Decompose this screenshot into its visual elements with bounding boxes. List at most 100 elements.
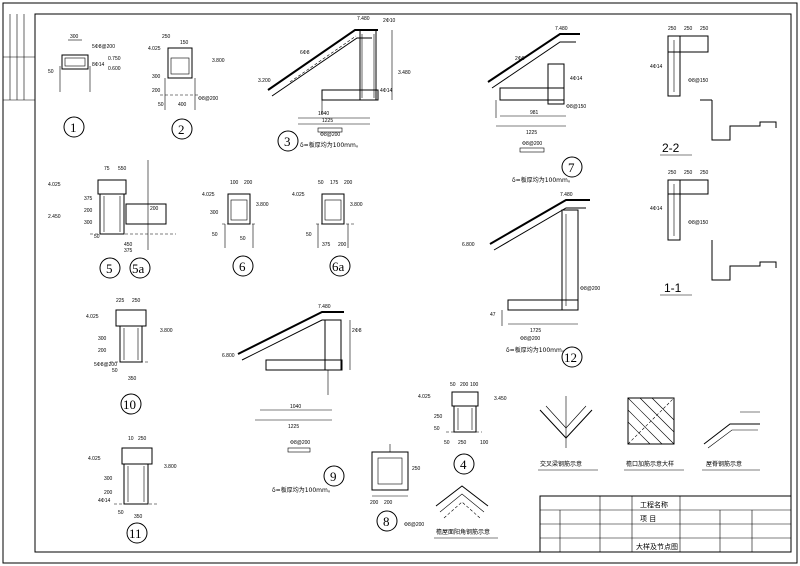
rebar-label: 2Φ8 [352, 328, 362, 334]
detail-number: 4 [460, 457, 467, 472]
elevation-label: 6.800 [222, 353, 235, 359]
dim-label: 200 [460, 382, 469, 388]
detail-4: 50 200 100 4.025 3.450 250 50 250 50 100… [418, 382, 507, 475]
dim-label: 50 [306, 232, 312, 238]
dim-label: 300 [98, 336, 107, 342]
dim-label: 50 [94, 234, 100, 240]
detail-bubble [232, 255, 254, 277]
sketch-caption: 交叉梁钢筋示意 [540, 460, 582, 468]
dim-label: 200 [244, 180, 253, 186]
dim-label: 50 [48, 69, 54, 75]
detail-2: 250 150 4.025 3.800 300 200 50 400 Φ8@20… [148, 34, 225, 140]
rebar-label: 4Φ14 [650, 206, 663, 212]
elevation-label: 4.025 [202, 192, 215, 198]
detail-6a: 50 175 200 4.025 3.800 50 375 200 6a [292, 180, 363, 277]
elevation-label: 3.480 [398, 70, 411, 76]
detail-11: 10 250 4.025 3.800 300 200 50 350 4Φ14 1… [88, 436, 177, 544]
elevation-label: 3.450 [494, 396, 507, 402]
dim-label: 250 [668, 26, 677, 32]
rebar-label: Φ8@200 [320, 132, 340, 138]
dim-label: 300 [210, 210, 219, 216]
detail-bubble [120, 393, 142, 415]
elevation-label: 7.480 [560, 192, 573, 198]
detail-8: 200 200 250 Φ8@200 8 [370, 444, 424, 532]
eave-corner-sketch: 檐口加筋示意大样 [624, 397, 684, 471]
dim-label: 1040 [318, 111, 329, 117]
rebar-label: Φ8@150 [688, 220, 708, 226]
dim-label: 50 [434, 426, 440, 432]
dim-label: 175 [330, 180, 339, 186]
detail-number: 1 [70, 120, 77, 135]
dim-label: 50 [318, 180, 324, 186]
dim-label: 981 [530, 110, 539, 116]
rebar-label: 2Φ10 [383, 18, 396, 24]
elevation-label: 3.800 [212, 58, 225, 64]
dim-label: 250 [162, 34, 171, 40]
elevation-label: 4.025 [148, 46, 161, 52]
sketch-caption: 檐屋面阳角钢筋示意 [436, 528, 490, 536]
dim-label: 50 [212, 232, 218, 238]
elevation-label: 3.800 [160, 328, 173, 334]
detail-bubble [129, 257, 151, 279]
detail-number: 9 [330, 469, 337, 484]
dim-label: 200 [344, 180, 353, 186]
detail-bubble [329, 255, 351, 277]
detail-number: 2 [178, 122, 185, 137]
elevation-label: 2.450 [48, 214, 61, 220]
detail-number: 12 [564, 350, 577, 365]
title-block: 工程名称 项 目 大样及节点图 [539, 495, 792, 553]
dim-label: 50 [112, 368, 118, 374]
elevation-label: 4.025 [292, 192, 305, 198]
dim-label: 375 [322, 242, 331, 248]
dim-label: 375 [84, 196, 93, 202]
elevation-label: 0.600 [108, 66, 121, 72]
detail-bubble [323, 465, 345, 487]
rebar-label: 5Φ8@200 [94, 362, 117, 368]
dim-label: 225 [116, 298, 125, 304]
dim-label: 50 [118, 510, 124, 516]
detail-number: 11 [129, 526, 142, 541]
rebar-label: Φ8@200 [580, 286, 600, 292]
dim-label: 300 [84, 220, 93, 226]
dim-label: 250 [668, 170, 677, 176]
dim-label: 100 [480, 440, 489, 446]
dim-label: 250 [434, 414, 443, 420]
sketch-caption: 屋脊钢筋示意 [706, 460, 742, 468]
dim-label: 75 [104, 166, 110, 172]
dim-label: 250 [684, 26, 693, 32]
detail-number: 6a [332, 259, 345, 274]
dim-label: 250 [412, 466, 421, 472]
rebar-label: Φ8@200 [198, 96, 218, 102]
rebar-label: Φ8@200 [520, 336, 540, 342]
detail-note: δ=板厚均为100mm。 [506, 346, 568, 354]
detail-bubble [99, 257, 121, 279]
detail-bubble [561, 346, 583, 368]
dim-label: 250 [458, 440, 467, 446]
detail-number: 8 [383, 514, 390, 529]
elevation-label: 3.800 [256, 202, 269, 208]
dim-label: 200 [384, 500, 393, 506]
rebar-label: 6Φ8 [300, 50, 310, 56]
dim-label: 550 [118, 166, 127, 172]
dim-label: 200 [98, 348, 107, 354]
rebar-label: Φ8@200 [404, 522, 424, 528]
dim-label: 350 [134, 514, 143, 520]
ridge-sketch: 屋脊钢筋示意 [702, 411, 760, 471]
section-1-1: 250 250 250 4Φ14 Φ8@150 1-1 [650, 170, 777, 296]
dim-label: 300 [70, 34, 79, 40]
dim-label: 300 [152, 74, 161, 80]
section-label: 2-2 [662, 141, 680, 155]
dim-label: 200 [338, 242, 347, 248]
rebar-label: Φ8@150 [688, 78, 708, 84]
detail-12: 7.480 6.800 Φ8@200 1725 Φ8@200 47 δ=板厚均为… [462, 192, 600, 368]
elevation-label: 7.480 [555, 26, 568, 32]
dim-label: 1225 [322, 118, 333, 124]
dim-label: 450 [124, 242, 133, 248]
rebar-label: 4Φ14 [98, 498, 111, 504]
detail-6: 100 200 4.025 3.800 50 50 300 6 [202, 180, 269, 277]
detail-note: δ=板厚均为100mm。 [272, 486, 334, 494]
dim-label: 5Φ8@200 [92, 44, 115, 50]
elevation-label: 3.800 [350, 202, 363, 208]
title-block-item: 项 目 [640, 515, 656, 523]
